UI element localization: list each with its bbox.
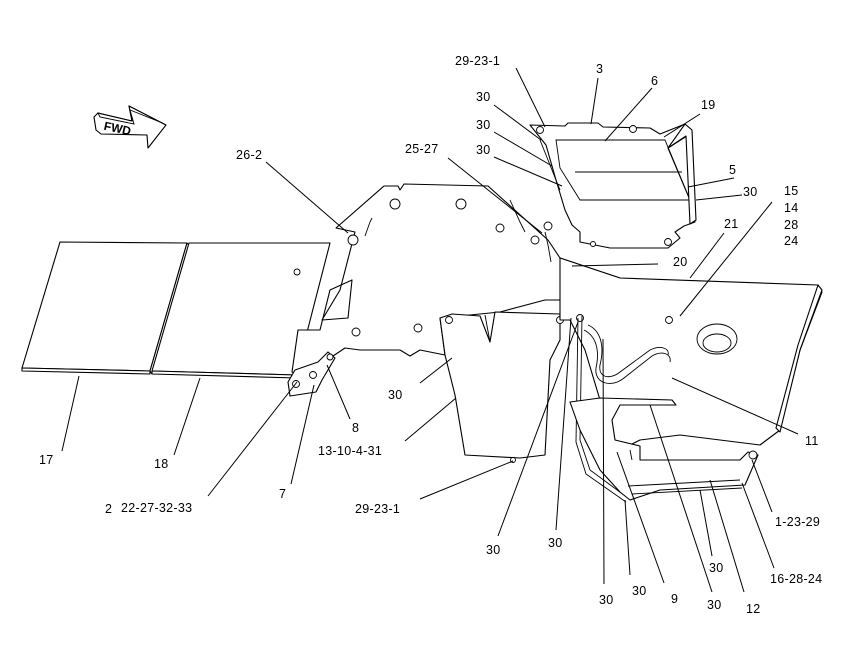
callout-labels: 29-23-1 3 6 19 30 30 30 5 30 15 14 28 24… <box>39 54 822 616</box>
right-housing <box>559 257 823 456</box>
callout-30-h: 30 <box>599 593 614 607</box>
front-panel <box>439 311 564 459</box>
callout-12: 12 <box>746 602 761 616</box>
mounting-plate <box>291 183 621 379</box>
callout-30-i: 30 <box>632 584 647 598</box>
callout-22-27-32-33: 22-27-32-33 <box>121 501 192 515</box>
callout-5: 5 <box>729 163 736 177</box>
callout-9: 9 <box>671 592 678 606</box>
callout-30-a: 30 <box>476 90 491 104</box>
fwd-arrow-icon: FWD <box>93 105 167 149</box>
callout-26-2: 26-2 <box>236 148 262 162</box>
callout-19: 19 <box>701 98 716 112</box>
callout-21: 21 <box>724 217 739 231</box>
callout-13-10-4-31: 13-10-4-31 <box>318 444 382 458</box>
callout-24: 24 <box>784 234 799 248</box>
lower-tray <box>510 397 759 501</box>
callout-30-b: 30 <box>476 118 491 132</box>
callout-30-f: 30 <box>486 543 501 557</box>
callout-1-23-29: 1-23-29 <box>775 515 820 529</box>
side-bracket <box>287 351 336 397</box>
callout-8: 8 <box>352 421 359 435</box>
callout-17: 17 <box>39 453 54 467</box>
callout-18: 18 <box>154 457 169 471</box>
callout-20: 20 <box>673 255 688 269</box>
callout-30-k: 30 <box>707 598 722 612</box>
callout-11: 11 <box>805 434 819 448</box>
fwd-label: FWD <box>103 119 133 138</box>
callout-6: 6 <box>651 74 658 88</box>
callout-7: 7 <box>279 487 286 501</box>
leader-lines <box>61 67 799 593</box>
callout-25-27: 25-27 <box>405 142 438 156</box>
callout-29-23-1-bottom: 29-23-1 <box>355 502 400 516</box>
callout-28: 28 <box>784 218 799 232</box>
callout-30-e: 30 <box>388 388 403 402</box>
harness-route <box>575 315 671 503</box>
callout-30-d: 30 <box>743 185 758 199</box>
callout-3: 3 <box>596 62 603 76</box>
upper-bracket <box>529 122 697 263</box>
callout-30-j: 30 <box>709 561 724 575</box>
callout-15: 15 <box>784 184 799 198</box>
callout-14: 14 <box>784 201 799 215</box>
callout-29-23-1-top: 29-23-1 <box>455 54 500 68</box>
callout-2: 2 <box>105 502 112 516</box>
callout-30-g: 30 <box>548 536 563 550</box>
part-18-panel <box>151 242 331 379</box>
callout-30-c: 30 <box>476 143 491 157</box>
callout-16-28-24: 16-28-24 <box>770 572 822 586</box>
